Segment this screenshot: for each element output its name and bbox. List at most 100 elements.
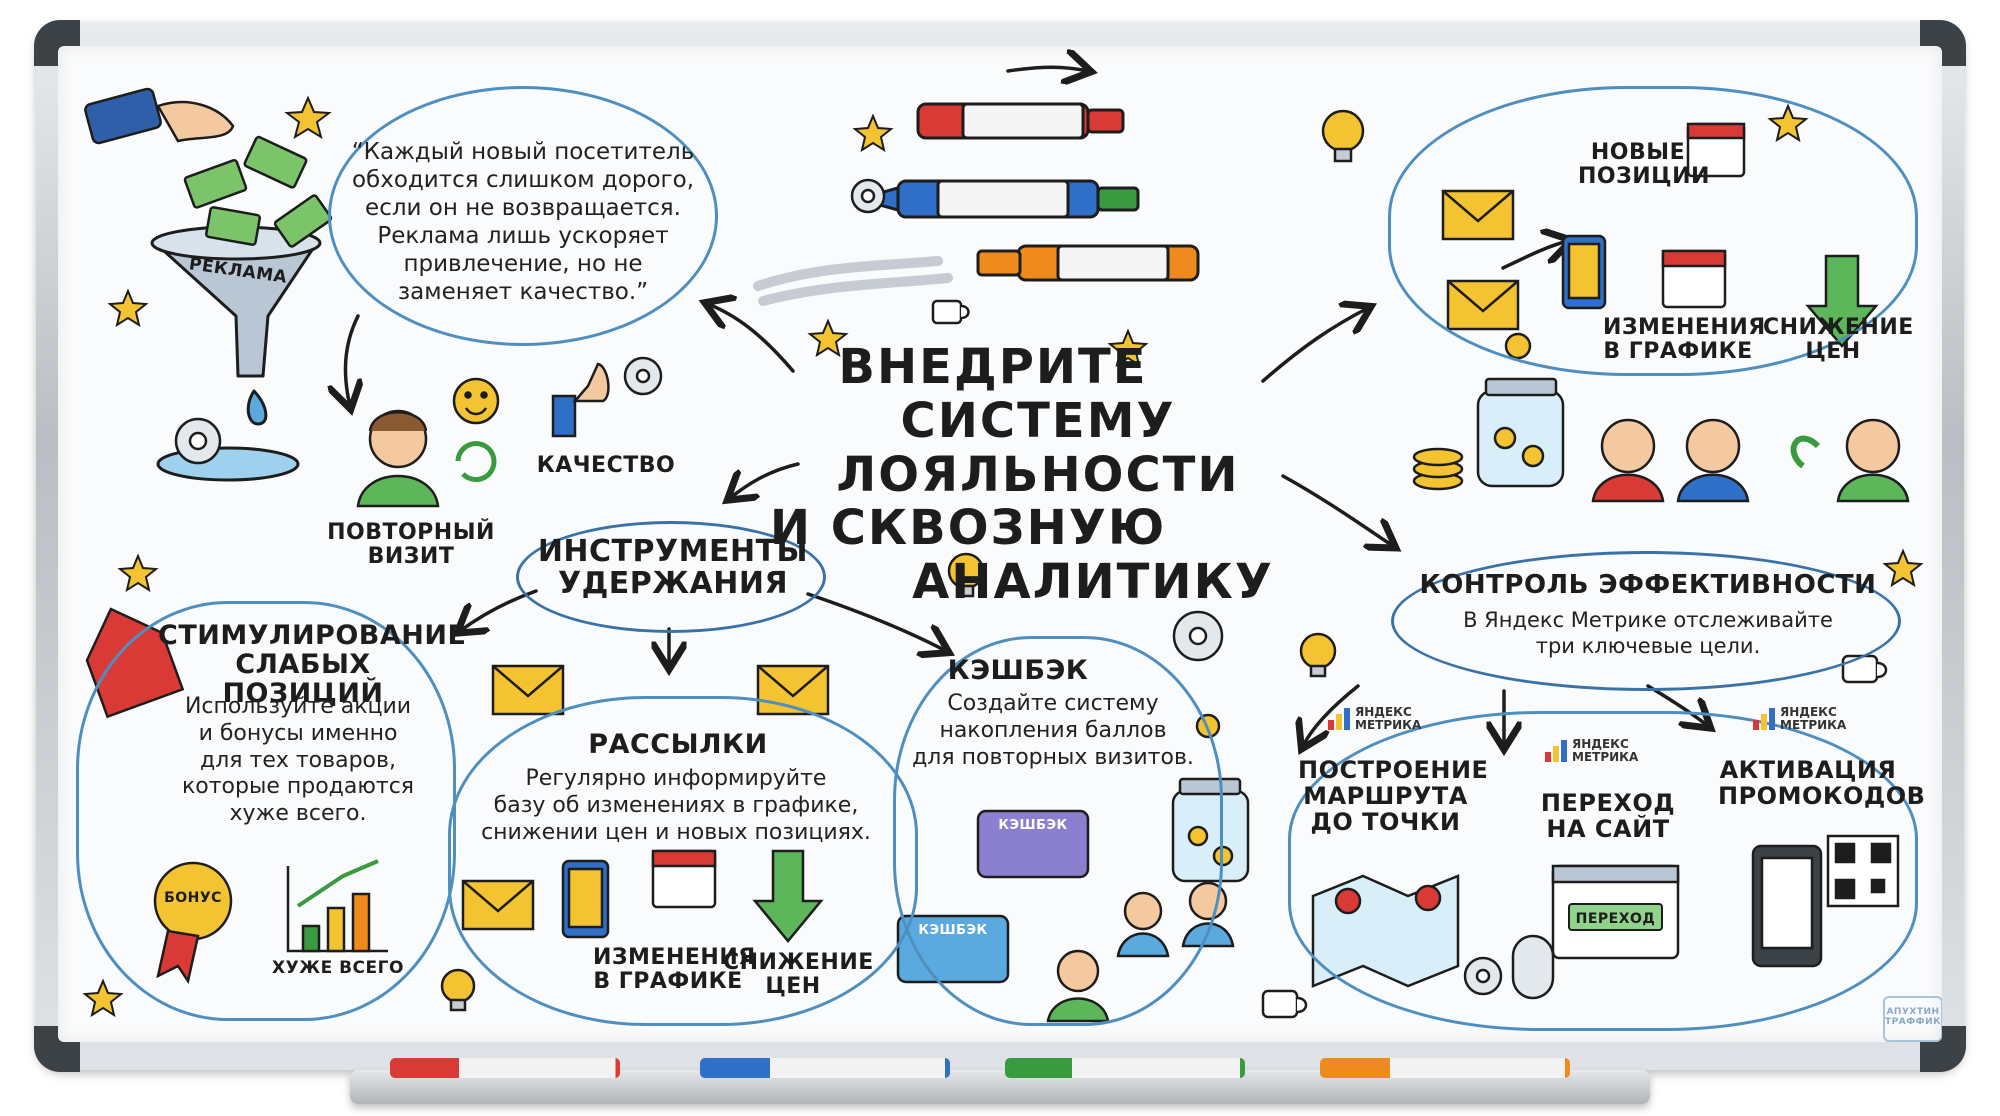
- efficiency-text2: три ключевые цели.: [1535, 633, 1761, 658]
- quote-text: “Каждый новый посетитель обходится слишк…: [348, 138, 698, 306]
- efficiency-text1: В Яндекс Метрике отслеживайте: [1463, 608, 1833, 632]
- cashback-title: КЭШБЭК: [947, 655, 1089, 686]
- worst-label: ХУЖЕ ВСЕГО: [272, 958, 404, 978]
- tray-marker-orange: [1320, 1058, 1570, 1078]
- bonus-label: БОНУС: [164, 890, 222, 906]
- top-price-line2: ЦЕН: [1805, 338, 1861, 364]
- whiteboard-surface: ВНЕДРИТЕ СИСТЕМУ ЛОЯЛЬНОСТИ И СКВОЗНУЮ А…: [58, 46, 1942, 1042]
- weak-positions-text: Используйте акции и бонусы именно для те…: [148, 694, 448, 828]
- goal-site-label: ПЕРЕХОД НА САЙТ: [1533, 789, 1683, 843]
- top-schedule-label: ИЗМЕНЕНИЯ В ГРАФИКЕ: [1603, 315, 1766, 364]
- coffee-cup-icon: [931, 299, 1888, 1019]
- goal-site-line2: НА САЙТ: [1546, 814, 1670, 843]
- new-positions-label: НОВЫЕ ПОЗИЦИИ: [1578, 140, 1710, 189]
- goal-promo-line1: АКТИВАЦИЯ: [1719, 756, 1897, 784]
- thumbs-up-icon: [551, 362, 610, 438]
- arrow-retention-to-weak: [460, 589, 538, 631]
- top-price-line1: СНИЖЕНИЕ: [1763, 315, 1914, 340]
- metrika-name-1: ЯНДЕКС: [1572, 737, 1629, 751]
- tray-marker-green: [1005, 1058, 1245, 1078]
- quote-line2: обходится слишком дорого,: [351, 167, 695, 194]
- arrow-title-to-retention: [730, 462, 800, 498]
- arrow-top-marker: [1006, 67, 1088, 71]
- arrow-title-to-quote: [708, 304, 795, 373]
- arrow-title-to-efficiency: [1281, 474, 1393, 546]
- main-title: ВНЕДРИТЕ СИСТЕМУ ЛОЯЛЬНОСТИ И СКВОЗНУЮ А…: [758, 340, 1318, 610]
- weak-positions-title: СТИМУЛИРОВАНИЕ СЛАБЫХ ПОЗИЦИЙ: [158, 621, 466, 710]
- hand-icon: [84, 87, 235, 145]
- cashback-card-label-1: КЭШБЭК: [998, 818, 1068, 833]
- weak-positions-text4: которые продаются: [181, 774, 415, 800]
- smile-icon: [452, 377, 500, 425]
- weak-positions-title2: СЛАБЫХ ПОЗИЦИЙ: [222, 649, 384, 710]
- quote-line6: заменяет качество.”: [397, 279, 649, 306]
- quote-line5: привлечение, но не: [403, 251, 643, 278]
- customer-icon: [1591, 418, 1910, 503]
- metrika-bars-icon: [1753, 707, 1775, 730]
- cashback-text1: Создайте систему: [947, 691, 1159, 716]
- cashback-card-label-2: КЭШБЭК: [918, 923, 988, 938]
- quote-bubble: [328, 86, 718, 346]
- mailings-title: РАССЫЛКИ: [588, 729, 768, 760]
- cashback-cloud: [893, 636, 1223, 1026]
- mailings-cloud: [448, 696, 918, 1026]
- watermark-line1: АПУХТИН: [1886, 1007, 1940, 1017]
- metrika-bars-icon: [1328, 707, 1350, 730]
- repeat-visit-line1: ПОВТОРНЫЙ: [327, 520, 495, 545]
- money-icon: [183, 135, 333, 248]
- retention-line2: УДЕРЖАНИЯ: [557, 566, 789, 602]
- return-arrow-icon: [1790, 435, 1821, 469]
- top-right-cloud: [1388, 86, 1918, 376]
- goal-route-line1: ПОСТРОЕНИЕ: [1298, 756, 1489, 784]
- weak-positions-text5: хуже всего.: [229, 801, 367, 827]
- quote-line4: Реклама лишь ускоряет: [377, 223, 669, 250]
- goal-promo-label: АКТИВАЦИЯ ПРОМОКОДОВ: [1718, 756, 1926, 810]
- goal-promo-line2: ПРОМОКОДОВ: [1718, 781, 1926, 810]
- quote-line3: если он не возвращается.: [365, 195, 681, 222]
- mailings-text2: базу об изменениях в графике,: [493, 792, 859, 818]
- marker-blue-icon: [852, 179, 1140, 219]
- metrika-name-2: МЕТРИКА: [1780, 717, 1847, 732]
- metrika-bars-icon: [1545, 739, 1567, 762]
- goals-cloud: [1288, 711, 1918, 1031]
- arrow-title-to-top-right: [1261, 308, 1368, 383]
- quote-line1: “Каждый новый посетитель: [351, 139, 695, 165]
- main-title-line1: ВНЕДРИТЕ: [838, 339, 1148, 395]
- repeat-visit-line2: ВИЗИТ: [367, 543, 455, 569]
- metrika-logo-1: ЯНДЕКС МЕТРИКА: [1328, 706, 1421, 731]
- cashback-text2: накопления баллов: [939, 717, 1167, 743]
- repeat-visit-label: ПОВТОРНЫЙ ВИЗИТ: [326, 521, 496, 569]
- metrika-logo-2: ЯНДЕКС МЕТРИКА: [1545, 738, 1638, 763]
- top-schedule-line2: В ГРАФИКЕ: [1603, 338, 1753, 364]
- watermark-logo: АПУХТИН ТРАФФИК: [1883, 996, 1942, 1042]
- tray-marker-red: [390, 1058, 620, 1078]
- marker-red-icon: [916, 102, 1125, 140]
- goal-site-button: ПЕРЕХОД: [1568, 903, 1663, 931]
- arrow-retention-to-cashback: [806, 592, 946, 651]
- top-schedule-line1: ИЗМЕНЕНИЯ: [1603, 315, 1766, 340]
- goal-route-label: ПОСТРОЕНИЕ МАРШРУТА ДО ТОЧКИ: [1298, 756, 1489, 836]
- quality-label: КАЧЕСТВО: [536, 453, 676, 478]
- tray-marker-blue: [700, 1058, 950, 1078]
- metrika-name-1: ЯНДЕКС: [1355, 705, 1412, 719]
- mailings-text: Регулярно информируйте базу об изменения…: [466, 766, 886, 846]
- arrow-efficiency-goal1: [1303, 684, 1360, 746]
- arrow-quote-to-person: [345, 314, 358, 406]
- main-title-line2: СИСТЕМУ ЛОЯЛЬНОСТИ: [836, 392, 1240, 503]
- new-positions-line2: ПОЗИЦИИ: [1578, 163, 1710, 189]
- efficiency-text: В Яндекс Метрике отслеживайте три ключев…: [1403, 608, 1893, 659]
- retention-title: ИНСТРУМЕНТЫ УДЕРЖАНИЯ: [528, 535, 818, 602]
- mailings-schedule-label: ИЗМЕНЕНИЯ В ГРАФИКЕ: [593, 945, 756, 994]
- mailings-schedule1: ИЗМЕНЕНИЯ: [593, 945, 756, 970]
- mailings-schedule2: В ГРАФИКЕ: [593, 968, 743, 994]
- refresh-icon: [455, 441, 497, 483]
- person-icon: [356, 409, 440, 508]
- mailings-text1: Регулярно информируйте: [525, 766, 827, 791]
- marker-scribble: [753, 256, 953, 306]
- goal-site-line1: ПЕРЕХОД: [1540, 789, 1676, 817]
- new-positions-line1: НОВЫЕ: [1590, 140, 1686, 165]
- main-title-line3: И СКВОЗНУЮ: [769, 500, 1167, 557]
- weak-positions-text3: для тех товаров,: [200, 747, 396, 773]
- weak-positions-text2: и бонусы именно: [198, 720, 398, 746]
- metrika-name-1: ЯНДЕКС: [1780, 705, 1837, 719]
